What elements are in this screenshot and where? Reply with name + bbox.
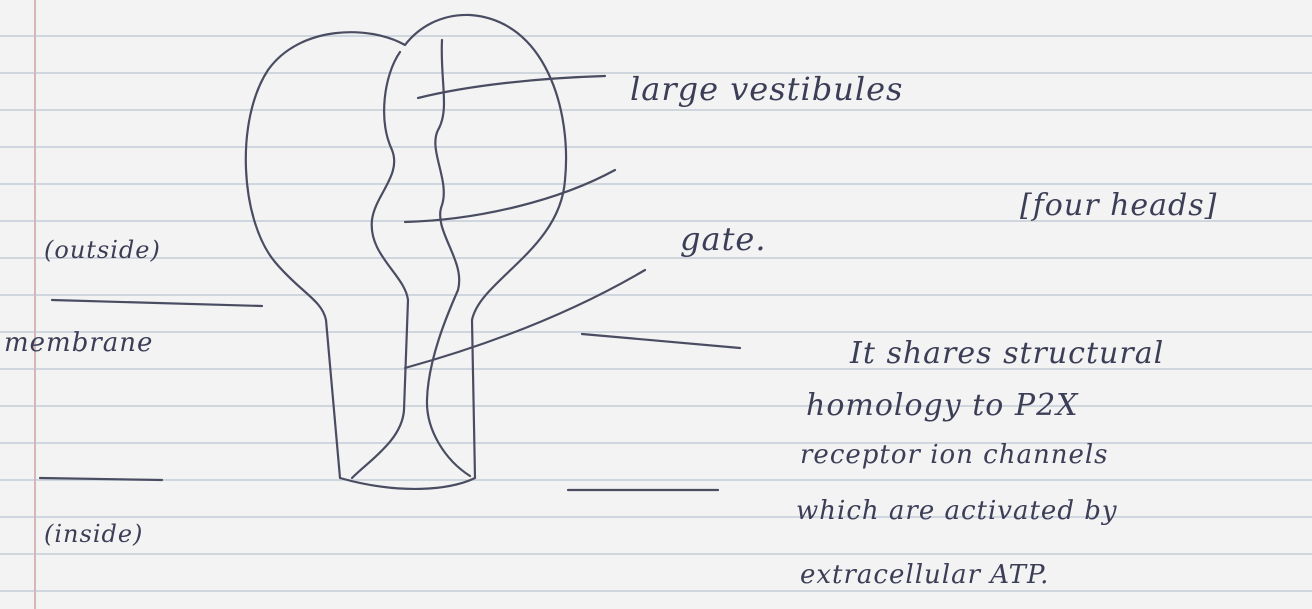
four-heads-label: [four heads] bbox=[1020, 188, 1217, 223]
note-line-4: which are activated by bbox=[796, 496, 1118, 526]
note-line-3: receptor ion channels bbox=[800, 440, 1109, 470]
membrane-line-left-top bbox=[52, 300, 262, 306]
note-line-5: extracellular ATP. bbox=[800, 560, 1049, 590]
vestibule-arrow-lower bbox=[405, 170, 615, 222]
gate-label: gate. bbox=[680, 220, 767, 258]
pore-wall-right bbox=[427, 40, 470, 476]
membrane-line-left-bottom bbox=[40, 478, 162, 480]
pore-wall-left bbox=[352, 52, 408, 478]
channel-outline bbox=[246, 15, 566, 489]
note-line-1: It shares structural bbox=[850, 336, 1164, 371]
vestibule-arrow bbox=[418, 76, 605, 98]
note-line-2: homology to P2X bbox=[806, 388, 1079, 423]
vestibules-label: large vestibules bbox=[630, 70, 903, 108]
membrane-label: membrane bbox=[4, 328, 153, 358]
inside-label: (inside) bbox=[44, 520, 143, 548]
gate-arrow bbox=[405, 270, 645, 368]
membrane-line-right-top bbox=[582, 334, 740, 348]
outside-label: (outside) bbox=[44, 236, 161, 264]
